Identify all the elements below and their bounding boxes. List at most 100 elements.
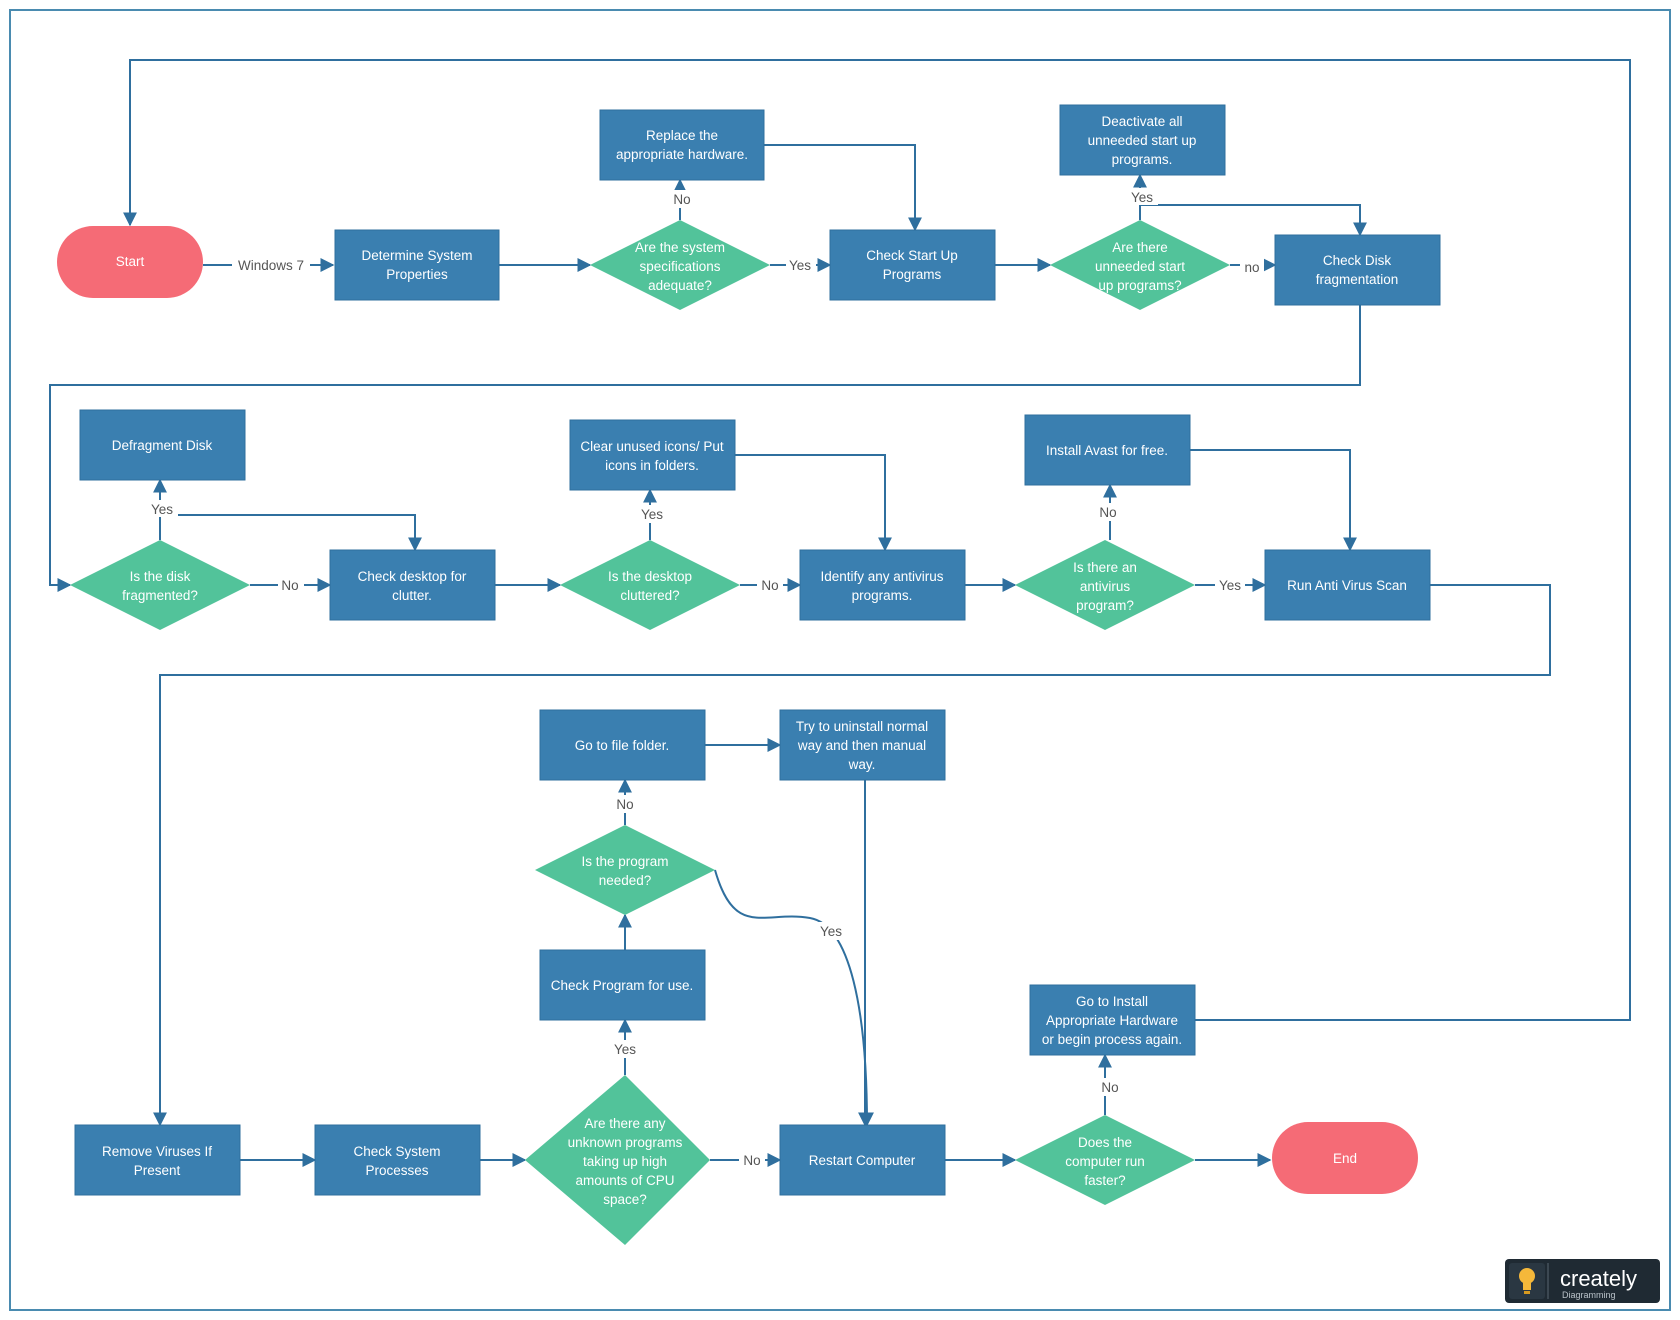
node-try-uninstall-line-3: way. — [848, 757, 876, 772]
label-spec-no: No — [673, 192, 690, 207]
node-unknown-programs-decision[interactable]: Are there any unknown programs taking up… — [525, 1075, 710, 1245]
node-run-faster-decision-line-2: computer run — [1065, 1154, 1145, 1169]
node-restart-computer[interactable]: Restart Computer — [779, 1124, 946, 1196]
node-run-faster-decision-line-3: faster? — [1084, 1173, 1125, 1188]
node-unknown-programs-decision-line-4: amounts of CPU — [575, 1173, 674, 1188]
node-unknown-programs-decision-line-1: Are there any — [584, 1116, 665, 1131]
node-clear-unused-icons-line-1: Clear unused icons/ Put — [580, 439, 724, 454]
label-clutter-yes: Yes — [641, 507, 663, 522]
node-check-startup-programs[interactable]: Check Start Up Programs — [829, 229, 996, 301]
node-check-program-use-line-1: Check Program for use. — [551, 978, 694, 993]
label-av-yes: Yes — [1219, 578, 1241, 593]
node-install-appropriate-hardware-line-1: Go to Install — [1076, 994, 1148, 1009]
node-spec-adequate-decision-line-3: adequate? — [648, 278, 712, 293]
edge-installhw-start — [123, 59, 1631, 1021]
node-unneeded-startup-decision-line-2: unneeded start — [1095, 259, 1185, 274]
node-identify-antivirus-line-2: programs. — [852, 588, 913, 603]
node-check-disk-fragmentation-line-1: Check Disk — [1323, 253, 1392, 268]
node-go-to-file-folder[interactable]: Go to file folder. — [539, 709, 706, 781]
node-defragment-disk[interactable]: Defragment Disk — [79, 409, 246, 481]
node-check-startup-programs-line-1: Check Start Up — [866, 248, 958, 263]
node-deactivate-startup-line-2: unneeded start up — [1088, 133, 1197, 148]
node-desktop-cluttered-decision-line-2: cluttered? — [620, 588, 679, 603]
node-desktop-cluttered-decision[interactable]: Is the desktop cluttered? — [560, 540, 740, 630]
edge-runscan-remove — [153, 584, 1551, 1127]
logo-tagline: Diagramming — [1562, 1290, 1616, 1300]
node-check-disk-fragmentation[interactable]: Check Disk fragmentation — [1274, 234, 1441, 306]
node-run-faster-decision-line-1: Does the — [1078, 1135, 1132, 1150]
node-end-line-1: End — [1333, 1151, 1357, 1166]
node-defragment-disk-line-1: Defragment Disk — [112, 438, 213, 453]
node-replace-hardware[interactable]: Replace the appropriate hardware. — [599, 109, 765, 181]
creately-logo[interactable]: creately Diagramming — [1505, 1259, 1660, 1303]
node-install-appropriate-hardware[interactable]: Go to Install Appropriate Hardware or be… — [1029, 984, 1196, 1056]
label-unknown-yes: Yes — [614, 1042, 636, 1057]
label-frag-yes: Yes — [151, 502, 173, 517]
edge-defrag-desktop — [160, 514, 422, 552]
node-remove-viruses[interactable]: Remove Viruses If Present — [74, 1124, 241, 1196]
node-install-appropriate-hardware-line-3: or begin process again. — [1042, 1032, 1182, 1047]
label-unneeded-yes: Yes — [1131, 190, 1153, 205]
node-program-needed-decision-line-2: needed? — [599, 873, 652, 888]
node-program-needed-decision-line-1: Is the program — [581, 854, 668, 869]
node-install-avast-line-1: Install Avast for free. — [1046, 443, 1168, 458]
node-clear-unused-icons[interactable]: Clear unused icons/ Put icons in folders… — [569, 419, 736, 491]
node-start[interactable]: Start — [57, 226, 203, 298]
node-check-disk-fragmentation-line-2: fragmentation — [1316, 272, 1399, 287]
node-check-desktop-clutter-line-1: Check desktop for — [358, 569, 467, 584]
node-identify-antivirus-line-1: Identify any antivirus — [820, 569, 943, 584]
node-unknown-programs-decision-line-2: unknown programs — [568, 1135, 683, 1150]
node-check-system-processes-line-2: Processes — [365, 1163, 428, 1178]
node-remove-viruses-line-2: Present — [134, 1163, 181, 1178]
node-identify-antivirus[interactable]: Identify any antivirus programs. — [799, 549, 966, 621]
node-unneeded-startup-decision-line-1: Are there — [1112, 240, 1168, 255]
node-unknown-programs-decision-line-3: taking up high — [583, 1154, 667, 1169]
node-disk-fragmented-decision-line-2: fragmented? — [122, 588, 198, 603]
node-remove-viruses-line-1: Remove Viruses If — [102, 1144, 212, 1159]
node-start-line-1: Start — [116, 254, 145, 269]
edge-clearicons-identify — [735, 454, 892, 552]
node-try-uninstall[interactable]: Try to uninstall normal way and then man… — [779, 709, 946, 781]
node-check-program-use[interactable]: Check Program for use. — [539, 949, 706, 1021]
node-determine-system-properties[interactable]: Determine System Properties — [334, 229, 500, 301]
node-deactivate-startup[interactable]: Deactivate all unneeded start up program… — [1059, 104, 1226, 176]
node-check-system-processes[interactable]: Check System Processes — [314, 1124, 481, 1196]
node-deactivate-startup-line-3: programs. — [1112, 152, 1173, 167]
edge-diskfrag-fragq — [49, 305, 1361, 592]
node-run-faster-decision[interactable]: Does the computer run faster? — [1015, 1115, 1195, 1205]
node-go-to-file-folder-line-1: Go to file folder. — [575, 738, 670, 753]
label-windows7: Windows 7 — [238, 258, 304, 273]
node-install-appropriate-hardware-line-2: Appropriate Hardware — [1046, 1013, 1178, 1028]
label-av-no: No — [1099, 505, 1116, 520]
label-frag-no: No — [281, 578, 298, 593]
node-check-startup-programs-line-2: Programs — [883, 267, 942, 282]
node-try-uninstall-line-1: Try to uninstall normal — [796, 719, 928, 734]
label-unknown-no: No — [743, 1153, 760, 1168]
edge-avast-runscan — [1190, 449, 1357, 552]
node-check-desktop-clutter-line-2: clutter. — [392, 588, 432, 603]
logo-brand: creately — [1560, 1266, 1637, 1291]
node-antivirus-decision[interactable]: Is there an antivirus program? — [1015, 540, 1195, 630]
label-unneeded-no: no — [1244, 260, 1259, 275]
node-spec-adequate-decision[interactable]: Are the system specifications adequate? — [590, 220, 770, 310]
node-end[interactable]: End — [1272, 1122, 1418, 1194]
node-check-desktop-clutter[interactable]: Check desktop for clutter. — [329, 549, 496, 621]
node-restart-computer-line-1: Restart Computer — [809, 1153, 916, 1168]
node-check-system-processes-line-1: Check System — [353, 1144, 440, 1159]
node-deactivate-startup-line-1: Deactivate all — [1101, 114, 1182, 129]
node-unneeded-startup-decision[interactable]: Are there unneeded start up programs? — [1050, 220, 1230, 310]
node-try-uninstall-line-2: way and then manual — [797, 738, 926, 753]
edge-replace-startup — [764, 144, 922, 232]
node-determine-system-properties-line-2: Properties — [386, 267, 448, 282]
node-disk-fragmented-decision[interactable]: Is the disk fragmented? — [70, 540, 250, 630]
node-antivirus-decision-line-3: program? — [1076, 598, 1134, 613]
edge-deactivate-diskfrag — [1140, 204, 1367, 237]
node-antivirus-decision-line-2: antivirus — [1080, 579, 1131, 594]
node-unknown-programs-decision-line-5: space? — [603, 1192, 647, 1207]
node-replace-hardware-line-2: appropriate hardware. — [616, 147, 748, 162]
node-spec-adequate-decision-line-2: specifications — [639, 259, 720, 274]
node-install-avast[interactable]: Install Avast for free. — [1024, 414, 1191, 486]
node-program-needed-decision[interactable]: Is the program needed? — [535, 825, 715, 915]
node-run-antivirus-scan[interactable]: Run Anti Virus Scan — [1264, 549, 1431, 621]
